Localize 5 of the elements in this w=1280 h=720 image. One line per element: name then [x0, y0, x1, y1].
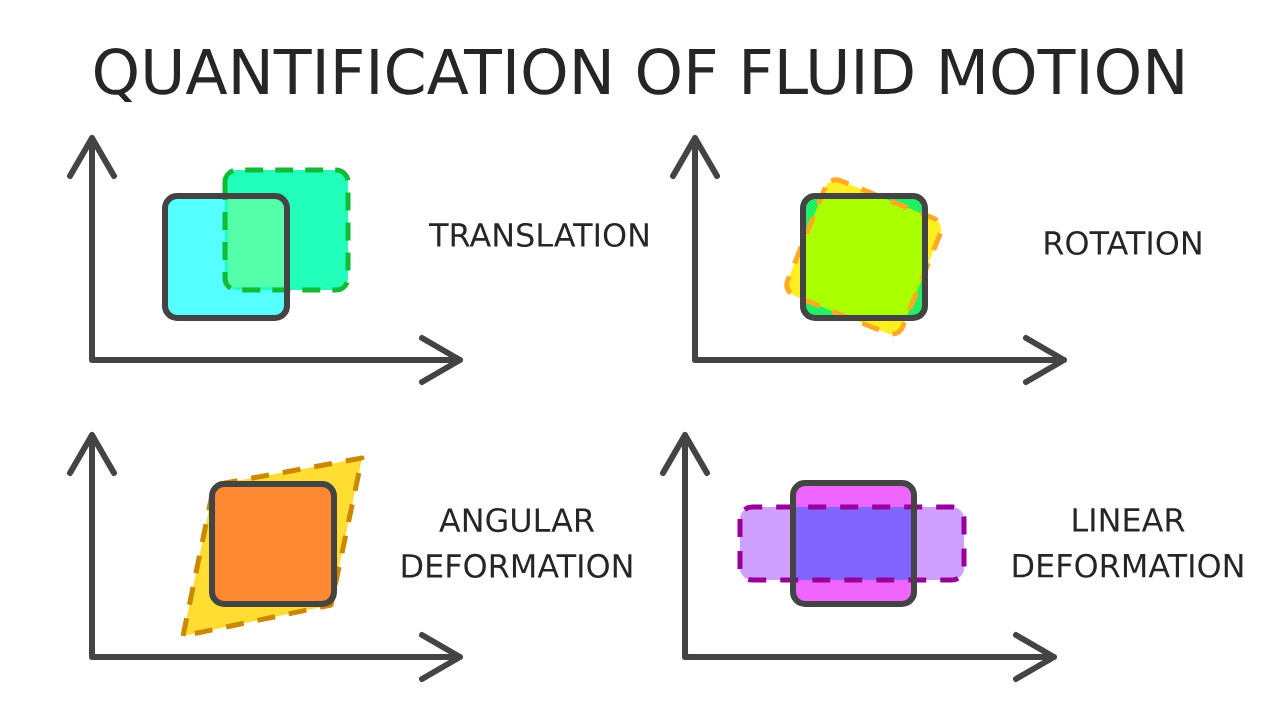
panel-label: LINEAR DEFORMATION	[1013, 508, 1243, 578]
title: QUANTIFICATION OF FLUID MOTION	[95, 48, 1183, 102]
panel-label: TRANSLATION	[429, 222, 648, 248]
panel-label: ANGULAR DEFORMATION	[402, 508, 632, 578]
panel-label: ROTATION	[1045, 230, 1201, 256]
